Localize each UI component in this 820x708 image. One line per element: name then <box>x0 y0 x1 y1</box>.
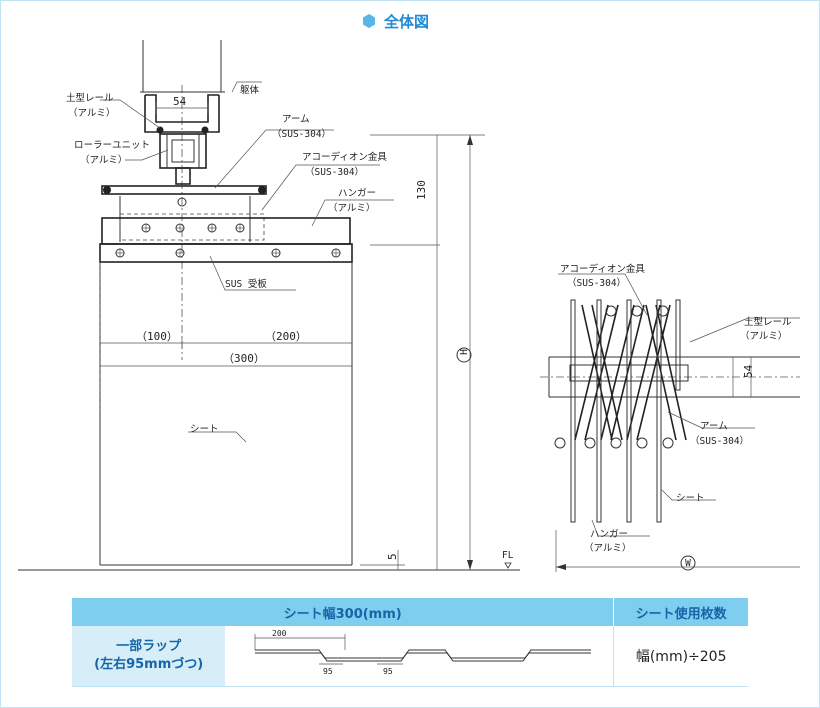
side-rail-material-label: （アルミ） <box>740 330 787 342</box>
right-span-dim: （200） <box>265 330 307 343</box>
frame-label: 躯体 <box>240 84 260 96</box>
sus-plate <box>99 243 353 263</box>
lap-dim-200: 200 <box>272 629 287 638</box>
title-text: 全体図 <box>384 12 430 31</box>
side-sheet-label: シート <box>676 493 705 504</box>
row-label: 一部ラップ (左右95mmづつ) <box>72 626 226 687</box>
bracket-material-label: （SUS-304） <box>305 166 364 178</box>
rail-width-dim: 54 <box>173 95 187 108</box>
rail-profile <box>144 94 220 133</box>
hanger-label: ハンガー <box>338 188 376 199</box>
plate-screws <box>115 248 341 258</box>
row-label-line2: (左右95mmづつ) <box>94 657 204 672</box>
rail-bolt-left <box>156 126 164 134</box>
height-130-dim: 130 <box>415 180 428 200</box>
height-symbol: H <box>459 349 470 355</box>
roller-stem <box>175 167 191 185</box>
side-rail-width-dim: 54 <box>742 364 755 378</box>
side-bracket-label: アコーディオン金具 <box>560 263 645 275</box>
plate-label: SUS 受板 <box>225 278 267 290</box>
page-title: 全体図 <box>362 9 429 33</box>
rail-material-label: （アルミ） <box>68 107 115 119</box>
side-rail-label: 土型レール <box>744 316 792 328</box>
hexagon-bullet-icon <box>363 14 375 28</box>
rail-bolt-right <box>201 126 209 134</box>
floor-gap-dim: 5 <box>386 553 399 560</box>
header-sheet-width: シート幅300(mm) <box>72 598 615 626</box>
sheet-profile-2 <box>255 652 592 662</box>
lap-dim-95a: 95 <box>323 667 333 676</box>
side-bracket-material-label: （SUS-304） <box>567 277 626 289</box>
sheet-profile-1 <box>255 649 592 659</box>
technical-drawing: 土型レール （アルミ） 54 躯体 アーム （SUS-304） ローラーユニット… <box>18 40 800 572</box>
count-formula: 幅(mm)÷205 <box>613 626 748 687</box>
row-label-line1: 一部ラップ <box>116 639 182 654</box>
side-hangers <box>570 299 681 523</box>
lap-dim-95b: 95 <box>383 667 393 676</box>
side-arm-material-label: （SUS-304） <box>690 435 749 447</box>
side-view <box>540 273 800 572</box>
side-arm-label: アーム <box>700 421 728 432</box>
sheet-table: シート幅300(mm) シート使用枚数 一部ラップ (左右95mmづつ) 200… <box>72 598 748 687</box>
left-span-dim: （100） <box>136 330 178 343</box>
arm-bolt-left <box>103 186 111 194</box>
roller-material-label: （アルミ） <box>80 154 127 166</box>
accordion-bracket <box>119 213 265 241</box>
w-symbol-circle <box>680 555 696 571</box>
table-header-row: シート幅300(mm) シート使用枚数 <box>72 598 748 626</box>
rail-label: 土型レール <box>66 92 114 104</box>
arm-center-bolt <box>177 197 187 207</box>
side-hanger-material-label: （アルミ） <box>584 542 631 554</box>
roller-wheel <box>171 139 195 163</box>
total-width-dim: （300） <box>223 352 265 365</box>
fl-marker <box>504 562 512 569</box>
front-view <box>18 40 520 571</box>
sheet-label: シート <box>190 424 219 435</box>
floor-label: FL <box>502 550 514 561</box>
arm-label: アーム <box>282 114 310 125</box>
arm-material-label: （SUS-304） <box>272 128 331 140</box>
bracket-label: アコーディオン金具 <box>302 151 387 163</box>
side-hanger-label: ハンガー <box>590 529 628 540</box>
header-sheet-count: シート使用枚数 <box>613 598 748 626</box>
h-symbol-circle <box>456 347 472 363</box>
arm-plate <box>101 185 267 195</box>
width-symbol: W <box>685 558 691 569</box>
lap-diagram-cell: 200 95 95 <box>225 626 614 687</box>
arm-bolt-right <box>258 186 266 194</box>
hanger-screws <box>141 223 245 233</box>
table-row: 一部ラップ (左右95mmづつ) 200 95 95 幅(mm)÷205 <box>72 626 748 687</box>
lap-diagram: 200 95 95 <box>254 629 592 676</box>
hanger-material-label: （アルミ） <box>328 202 375 214</box>
roller-label: ローラーユニット <box>74 140 150 151</box>
